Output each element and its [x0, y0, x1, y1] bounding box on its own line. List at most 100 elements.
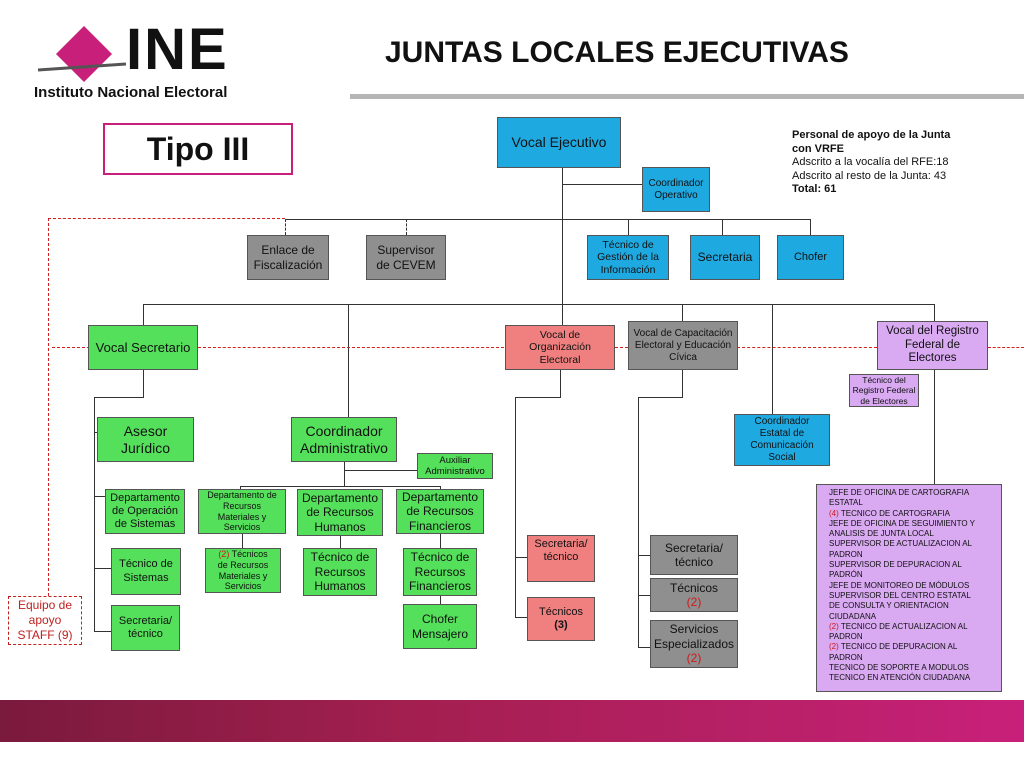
node-tecnico-gestion: Técnico de Gestión de la Información	[587, 235, 669, 280]
connector-line	[285, 219, 286, 235]
node-coordinador-operativo: Coordinador Operativo	[642, 167, 710, 212]
connector-line	[440, 596, 441, 604]
connector-line	[515, 617, 527, 618]
info-line: Adscrito al resto de la Junta: 43	[792, 169, 947, 182]
node-tecnico-sistemas: Técnico de Sistemas	[111, 548, 181, 595]
staff-label: Equipo de apoyo STAFF (9)	[8, 596, 82, 645]
staff-list-item: TECNICO EN ATENCIÓN CIUDADANA	[829, 673, 971, 683]
node-depto-financieros: Departamento de Recursos Financieros	[396, 489, 484, 534]
connector-line	[772, 304, 773, 414]
connector-line	[515, 397, 516, 618]
staff-dashed-line	[48, 218, 285, 219]
staff-list-item: TECNICO DE SOPORTE A MODULOS	[829, 663, 969, 673]
node-vocal-organizacion: Vocal de Organización Electoral	[505, 325, 615, 370]
ine-logo-text: INE	[126, 17, 229, 82]
staff-list-item: (4) TECNICO DE CARTOGRAFIA	[829, 508, 950, 518]
count-badge: (2)	[686, 651, 702, 666]
title-underline	[350, 94, 1024, 99]
staff-dashed-line	[737, 347, 877, 348]
info-text: Personal de apoyo de la Junta con VRFE A…	[792, 129, 950, 197]
node-coordinador-comunicacion: Coordinador Estatal de Comunicación Soci…	[734, 414, 830, 466]
node-tecnico-humanos: Técnico de Recursos Humanos	[303, 548, 377, 596]
connector-line	[440, 534, 441, 548]
node-tecnico-financieros: Técnico de Recursos Financieros	[403, 548, 477, 596]
node-vocal-ejecutivo: Vocal Ejecutivo	[497, 117, 621, 168]
connector-line	[722, 219, 723, 235]
staff-list-item: SUPERVISOR DE ACTUALIZACION AL	[829, 539, 973, 549]
connector-line	[638, 595, 650, 596]
staff-list-item: PADRON	[829, 632, 863, 642]
connector-line	[94, 397, 144, 398]
connector-line	[348, 304, 349, 417]
connector-line	[682, 370, 683, 398]
staff-list-item: SUPERVISOR DE DEPURACION AL	[829, 560, 962, 570]
connector-line	[638, 397, 683, 398]
footer-band	[0, 700, 1024, 742]
connector-line	[143, 370, 144, 398]
node-vocal-secretario: Vocal Secretario	[88, 325, 198, 370]
staff-list-item: CIUDADANA	[829, 611, 877, 621]
staff-list-item: JEFE DE MONITOREO DE MÓDULOS	[829, 580, 970, 590]
node-tecnicos-red: Técnicos (3)	[527, 597, 595, 641]
connector-line	[638, 647, 650, 648]
connector-line	[406, 219, 407, 235]
node-asesor-juridico: Asesor Jurídico	[97, 417, 194, 462]
connector-line	[934, 370, 935, 484]
connector-line	[562, 184, 642, 185]
node-depto-materiales: Departamento de Recursos Materiales y Se…	[198, 489, 286, 534]
staff-list-item: ESTATAL	[829, 498, 863, 508]
info-line: Adscrito a la vocalía del RFE:18	[792, 156, 949, 168]
connector-line	[934, 304, 935, 321]
connector-line	[285, 219, 811, 220]
node-depto-humanos: Departamento de Recursos Humanos	[297, 489, 383, 536]
connector-line	[94, 432, 98, 433]
connector-line	[344, 470, 417, 471]
connector-line	[638, 555, 650, 556]
tipo-badge: Tipo III	[103, 123, 293, 175]
footer-edge	[0, 742, 1024, 768]
staff-list-item: JEFE DE OFICINA DE CARTOGRAFIA	[829, 488, 970, 497]
connector-line	[340, 536, 341, 548]
connector-line	[682, 304, 683, 321]
staff-list-item: PADRÓN	[829, 570, 863, 580]
connector-line	[562, 168, 563, 325]
node-chofer: Chofer	[777, 235, 844, 280]
node-secretaria: Secretaria	[690, 235, 760, 280]
connector-line	[810, 219, 811, 235]
connector-line	[240, 486, 241, 489]
staff-list-item: PADRON	[829, 549, 863, 559]
connector-line	[560, 370, 561, 398]
staff-dashed-line	[48, 218, 49, 596]
ine-logo: INE Instituto Nacional Electoral	[30, 17, 290, 105]
connector-line	[94, 568, 111, 569]
staff-dashed-line	[198, 347, 504, 348]
node-auxiliar-administrativo: Auxiliar Administrativo	[417, 453, 493, 479]
staff-dashed-line	[615, 347, 628, 348]
staff-list-item: (2) TECNICO DE ACTUALIZACION AL	[829, 621, 968, 631]
ine-logo-subtitle: Instituto Nacional Electoral	[34, 84, 228, 101]
node-chofer-mensajero: Chofer Mensajero	[403, 604, 477, 649]
staff-list-item: (2) TECNICO DE DEPURACION AL	[829, 642, 958, 652]
connector-line	[515, 557, 527, 558]
connector-line	[94, 631, 111, 632]
tipo-label: Tipo III	[146, 130, 250, 167]
node-servicios-especializados: Servicios Especializados (2)	[650, 620, 738, 668]
page-title: JUNTAS LOCALES EJECUTIVAS	[385, 36, 849, 69]
staff-list-item: SUPERVISOR DEL CENTRO ESTATAL	[829, 590, 971, 600]
connector-line	[515, 397, 561, 398]
info-line: Total: 61	[792, 183, 837, 195]
node-secretaria-tecnico-red: Secretaria/ técnico	[527, 535, 595, 582]
node-depto-operacion-sistemas: Departamento de Operación de Sistemas	[105, 489, 185, 534]
connector-line	[143, 304, 144, 325]
connector-line	[242, 534, 243, 548]
node-vocal-capacitacion: Vocal de Capacitación Electoral y Educac…	[628, 321, 738, 370]
connector-line	[344, 461, 345, 487]
staff-dashed-line	[52, 347, 90, 348]
node-secretaria-tecnico-gray: Secretaria/ técnico	[650, 535, 738, 575]
node-coordinador-administrativo: Coordinador Administrativo	[291, 417, 397, 462]
info-line: Personal de apoyo de la Junta	[792, 129, 951, 141]
ine-logo-mark-icon	[37, 26, 127, 82]
node-secretaria-tecnico-green: Secretaria/ técnico	[111, 605, 180, 651]
staff-list-item: JEFE DE OFICINA DE SEGUIMIENTO Y	[829, 518, 975, 528]
staff-list-item: ANALISIS DE JUNTA LOCAL	[829, 529, 934, 539]
